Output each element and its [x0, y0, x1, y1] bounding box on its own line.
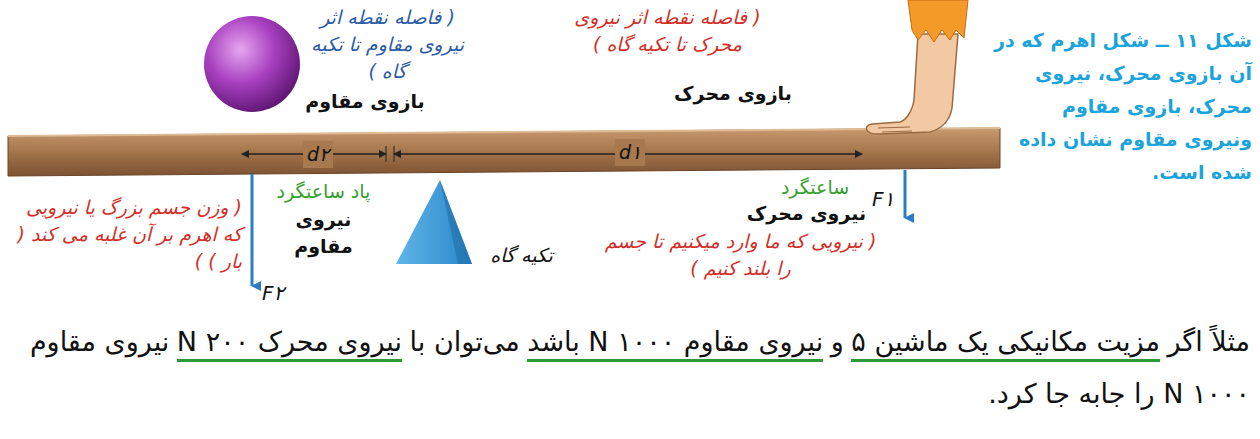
resistance-arm-note: ( فاصله نقطه اثر نیروی مقاوم تا تکیه گاه… [300, 4, 475, 85]
force-label: نیروی محرک [744, 200, 869, 227]
paragraph-segment: نیروی محرک ۲۰۰ N [177, 326, 402, 362]
force-symbol: F۲ [262, 280, 284, 307]
paragraph-segment: و [831, 326, 844, 357]
effort-arm-label: بازوی محرک [668, 80, 798, 107]
fulcrum-label: تکیه گاه [474, 242, 569, 269]
paragraph-segment: نیروی مقاوم ۱۰۰۰ N باشد [527, 326, 823, 362]
figure-caption: شکل ۱۱ ــ شکل اهرم که در آن بازوی محرک، … [988, 24, 1252, 189]
rotation-label: ساعتگرد [770, 174, 860, 201]
resistance-arm-label: بازوی مقاوم [300, 88, 430, 115]
dimension-label: d۱ [615, 139, 645, 166]
fulcrum [396, 180, 472, 264]
paragraph-segment: می‌توان با [410, 326, 520, 357]
load-ball [204, 16, 300, 112]
effort-arm-note: ( فاصله نقطه اثر نیروی محرک تا تکیه گاه … [560, 4, 775, 58]
dimension-tick [394, 146, 395, 162]
dimension-label: d۲ [303, 141, 333, 168]
effort-note: ( نیرویی که ما وارد میکنیم تا جسم را بلن… [598, 228, 883, 282]
paragraph-segment: مزیت مکانیکی یک ماشین ۵ [851, 326, 1160, 362]
lever-plank [8, 128, 1000, 176]
effort-force-arrow [904, 170, 907, 218]
force-label: نیروی مقاوم [266, 206, 381, 260]
hand-arm [866, 0, 968, 134]
example-paragraph: مثلاً اگرمزیت مکانیکی یک ماشین ۵و نیروی م… [10, 316, 1250, 420]
paragraph-segment: مثلاً اگر [1167, 326, 1250, 357]
rotation-label: پاد ساعتگرد [266, 178, 381, 205]
dimension-tick [386, 146, 387, 162]
load-note: ( وزن جسم بزرگ یا نیرویی که اهرم بر آن غ… [2, 194, 242, 275]
resistance-force-arrow [251, 174, 254, 286]
force-symbol: F۱ [872, 186, 894, 213]
